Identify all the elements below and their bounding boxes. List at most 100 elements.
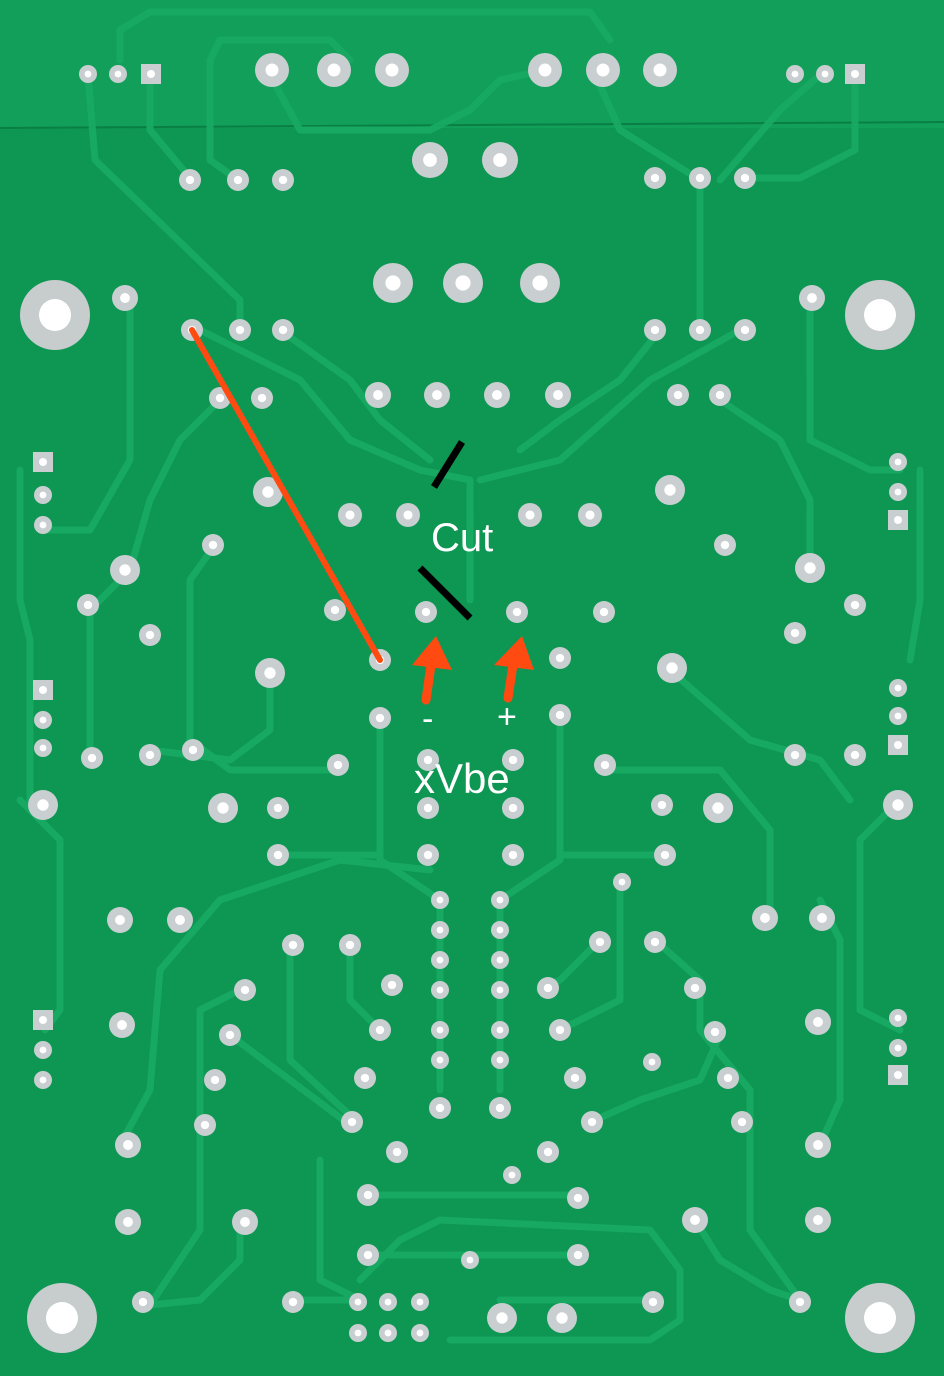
- pad-hole: [39, 1076, 47, 1084]
- pad-hole: [495, 1103, 505, 1113]
- pad-hole: [496, 1026, 504, 1034]
- pad-hole: [354, 1329, 362, 1337]
- pad-hole: [188, 745, 198, 755]
- pad-hole: [240, 985, 250, 995]
- pad-hole: [278, 175, 288, 185]
- pad-hole: [347, 1117, 357, 1127]
- pad-hole: [653, 63, 667, 77]
- pad-hole: [587, 1117, 597, 1127]
- pad-hole: [403, 510, 413, 520]
- arrow-icon-plus: [494, 636, 534, 703]
- pad-hole: [585, 510, 595, 520]
- pad-hole: [264, 667, 276, 679]
- pad-hole: [114, 70, 122, 78]
- pad-hole: [354, 1298, 362, 1306]
- pad-hole: [423, 153, 437, 167]
- pad-hole: [115, 915, 125, 925]
- pad-hole: [384, 1329, 392, 1337]
- pad-hole: [215, 393, 225, 403]
- pad-hole: [512, 607, 522, 617]
- pad-hole: [648, 1297, 658, 1307]
- pad-hole: [432, 390, 442, 400]
- pcb-edge-line: [0, 121, 944, 129]
- pad-hole: [217, 802, 229, 814]
- pad-hole: [39, 744, 47, 752]
- pad-hole: [555, 710, 565, 720]
- feedback-wire-annotation: [189, 327, 383, 663]
- pad-hole: [273, 850, 283, 860]
- xvbe-label: xVbe: [414, 755, 510, 802]
- pad-hole: [760, 913, 770, 923]
- pad-hole: [618, 878, 626, 886]
- pad-hole: [240, 1217, 250, 1227]
- pad-hole: [790, 750, 800, 760]
- pad-hole: [496, 956, 504, 964]
- pad-hole: [375, 713, 385, 723]
- pad-hole: [496, 926, 504, 934]
- pad-hole: [650, 173, 660, 183]
- pad-hole: [813, 1215, 823, 1225]
- pad-hole: [690, 983, 700, 993]
- pad-hole: [492, 390, 502, 400]
- pad-hole: [737, 1117, 747, 1127]
- pad-hole: [525, 510, 535, 520]
- pad-hole: [813, 1017, 823, 1027]
- pad-hole: [233, 175, 243, 185]
- pad-hole: [288, 1297, 298, 1307]
- pad-hole: [720, 540, 730, 550]
- pad-hole: [385, 63, 399, 77]
- pad-hole: [712, 802, 724, 814]
- pad-hole: [436, 896, 444, 904]
- pad-hole: [894, 1044, 902, 1052]
- pad-hole: [423, 755, 433, 765]
- pad-hole: [265, 63, 279, 77]
- pad-hole: [894, 684, 902, 692]
- pad-hole: [435, 1103, 445, 1113]
- pad-hole: [894, 488, 902, 496]
- mounting-holes: [20, 280, 915, 1353]
- pad-hole: [423, 850, 433, 860]
- pad-hole: [120, 293, 130, 303]
- pad-hole: [455, 275, 471, 291]
- square-pad-holes: [39, 70, 902, 1079]
- pad-hole: [39, 521, 47, 529]
- pad-hole: [138, 1297, 148, 1307]
- pad-hole: [117, 1020, 127, 1030]
- pad-hole: [543, 983, 553, 993]
- pad-hole: [273, 803, 283, 813]
- pad-hole: [39, 491, 47, 499]
- pad-hole: [175, 915, 185, 925]
- pad-hole: [83, 600, 93, 610]
- pad-hole: [543, 1147, 553, 1157]
- cut-label: Cut: [431, 516, 493, 560]
- pad-hole: [360, 1073, 370, 1083]
- pad-hole: [345, 510, 355, 520]
- pad-hole: [210, 1075, 220, 1085]
- arrow-icon-minus: [412, 636, 452, 705]
- pad-hole: [225, 1030, 235, 1040]
- pad-hole: [894, 712, 902, 720]
- pad-hole: [436, 986, 444, 994]
- pad-hole: [145, 630, 155, 640]
- pad-hole: [664, 484, 676, 496]
- pad-hole: [740, 173, 750, 183]
- pad-hole: [650, 937, 660, 947]
- pad-hole: [595, 937, 605, 947]
- pad-hole: [791, 70, 799, 78]
- pad-hole: [573, 1193, 583, 1203]
- pad-hole: [666, 662, 678, 674]
- pad-hole: [392, 1147, 402, 1157]
- pad-hole: [37, 799, 49, 811]
- pad-hole: [723, 1073, 733, 1083]
- pad-hole: [673, 390, 683, 400]
- pad-hole: [740, 325, 750, 335]
- pad-hole: [650, 325, 660, 335]
- pad-hole: [496, 986, 504, 994]
- pad-hole: [600, 760, 610, 770]
- pad-hole: [690, 1215, 700, 1225]
- pad-hole: [804, 562, 816, 574]
- cut-mark-upper: [431, 440, 465, 489]
- pad-hole: [423, 803, 433, 813]
